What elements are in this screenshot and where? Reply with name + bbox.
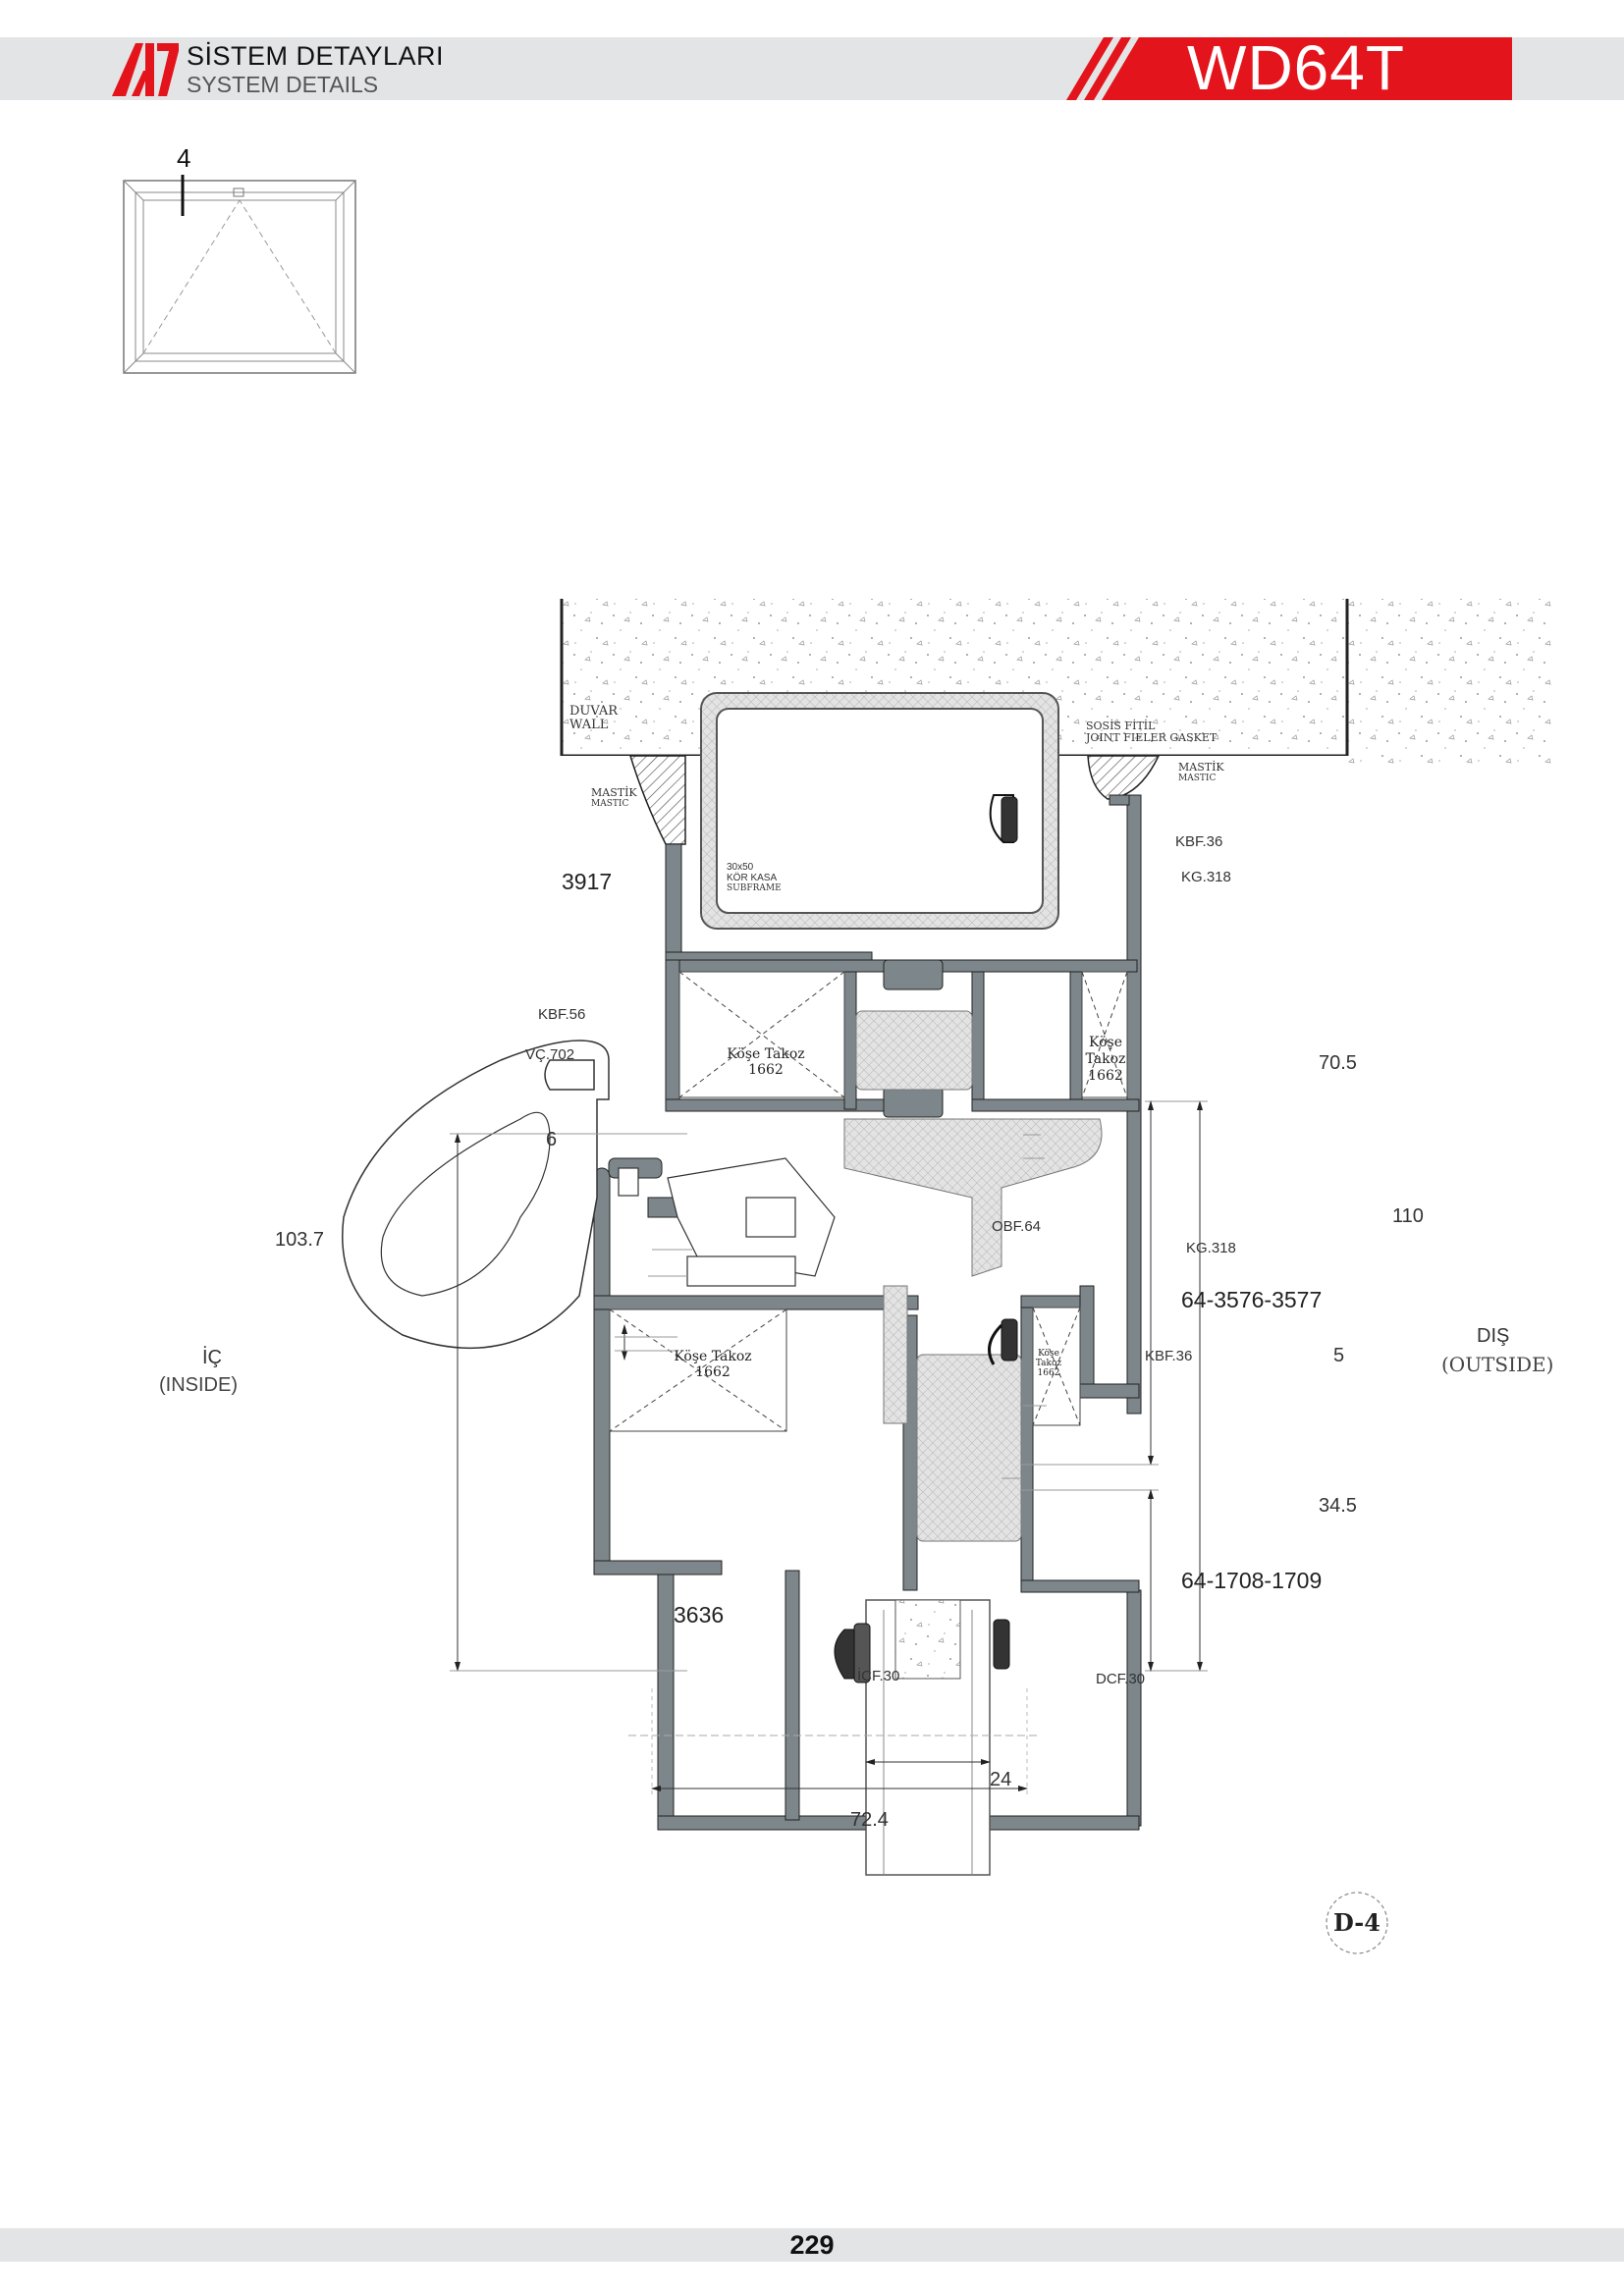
dim-103-7: 103.7 — [275, 1229, 325, 1251]
gaskets — [834, 794, 1018, 1683]
label-inside-tr: İÇ — [202, 1347, 222, 1368]
label-obf64: OBF.64 — [992, 1218, 1042, 1235]
page-number: 229 — [789, 2230, 835, 2260]
label-3636: 3636 — [674, 1602, 725, 1628]
label-64-3576-3577: 64-3576-3577 — [1181, 1287, 1323, 1312]
model-banner — [1066, 37, 1512, 100]
corner-2-l1: Köşe — [1089, 1035, 1122, 1050]
label-kbf36-top: KBF.36 — [1175, 833, 1223, 850]
label-gasket: SOSİS FİTİL JOINT FIELER GASKET — [1086, 721, 1217, 744]
label-icf30: İCF.30 — [857, 1668, 900, 1684]
dimension-lines — [450, 1100, 1208, 1791]
label-kbf36-mid: KBF.36 — [1145, 1348, 1193, 1364]
label-kg318-top: KG.318 — [1181, 869, 1231, 885]
dim-70-5: 70.5 — [1319, 1052, 1357, 1074]
dim-34-5: 34.5 — [1319, 1495, 1357, 1517]
section-marker: 4 — [177, 143, 190, 173]
corner-3-code: 1662 — [695, 1364, 731, 1380]
hardware — [618, 1157, 836, 1287]
label-vc702: VÇ.702 — [525, 1046, 575, 1063]
dim-6: 6 — [546, 1129, 558, 1150]
mastic-left — [628, 755, 686, 845]
corner-cleats — [609, 971, 1128, 1432]
gasket-label-en: JOINT FIELER GASKET — [1086, 731, 1218, 744]
corner-4-l1: Köşe — [1038, 1349, 1059, 1359]
detail-badge-text: D-4 — [1333, 1908, 1380, 1937]
section-diagram — [255, 569, 1600, 1953]
gasket-label-tr: SOSİS FİTİL — [1086, 720, 1156, 732]
label-mastic-left: MASTİK MASTIC — [591, 786, 637, 810]
mastic-left-label-tr: MASTİK — [591, 786, 637, 799]
mastic-left-label-en: MASTIC — [591, 799, 629, 809]
corner-1-label: Köşe Takoz — [727, 1046, 805, 1062]
subframe — [700, 692, 1059, 930]
subframe-label-tr: KÖR KASA — [727, 873, 778, 883]
model-code: WD64T — [1187, 32, 1405, 103]
frame-profile — [593, 794, 1142, 1831]
label-outside-en: (OUTSIDE) — [1441, 1353, 1554, 1376]
dim-24: 24 — [990, 1769, 1012, 1790]
corner-4-l3: 1662 — [1037, 1368, 1060, 1378]
corner-3-label: Köşe Takoz — [674, 1349, 752, 1364]
corner-2-l3: 1662 — [1088, 1068, 1123, 1084]
label-mastic-right: MASTİK MASTIC — [1178, 761, 1224, 784]
label-64-1708-1709: 64-1708-1709 — [1181, 1568, 1323, 1593]
mastic-right-label-tr: MASTİK — [1178, 761, 1224, 774]
window-thumbnail: 4 — [116, 137, 371, 383]
subframe-size: 30x50 — [727, 862, 754, 873]
header-subtitle: SYSTEM DETAILS — [187, 72, 379, 97]
wall-label-tr: DUVAR — [569, 704, 619, 719]
label-subframe: 30x50 KÖR KASA SUBFRAME — [727, 862, 782, 894]
wall-label-en: WALL — [569, 718, 609, 732]
detail-badge — [1324, 1890, 1390, 1956]
label-dcf30: DCF.30 — [1096, 1671, 1146, 1687]
label-outside-tr: DIŞ — [1477, 1325, 1510, 1347]
mastic-right — [1087, 755, 1161, 800]
mastic-right-label-en: MASTIC — [1178, 774, 1217, 783]
label-kbf56: KBF.56 — [538, 1006, 586, 1023]
header-title: SİSTEM DETAYLARI — [187, 41, 445, 71]
label-corner-4: Köşe Takoz 1662 — [1035, 1349, 1062, 1378]
subframe-label-en: SUBFRAME — [727, 883, 782, 893]
label-corner-3: Köşe Takoz 1662 — [672, 1349, 754, 1380]
label-3917: 3917 — [562, 869, 613, 894]
dim-110: 110 — [1392, 1205, 1424, 1227]
label-inside-en: (INSIDE) — [159, 1374, 238, 1396]
label-wall: DUVAR WALL — [569, 705, 618, 732]
corner-2-l2: Takoz — [1085, 1051, 1126, 1067]
dim-72-4: 72.4 — [850, 1809, 889, 1831]
brand-logo — [110, 39, 181, 98]
corner-1-code: 1662 — [748, 1062, 784, 1078]
handle — [342, 1040, 610, 1350]
label-kg318-mid: KG.318 — [1186, 1240, 1236, 1256]
footer-bar — [0, 2228, 1624, 2262]
label-corner-2: Köşe Takoz 1662 — [1082, 1035, 1129, 1085]
dim-5: 5 — [1333, 1345, 1345, 1366]
label-corner-1: Köşe Takoz 1662 — [725, 1046, 807, 1078]
glazing — [865, 1599, 991, 1876]
corner-4-l2: Takoz — [1035, 1359, 1062, 1368]
